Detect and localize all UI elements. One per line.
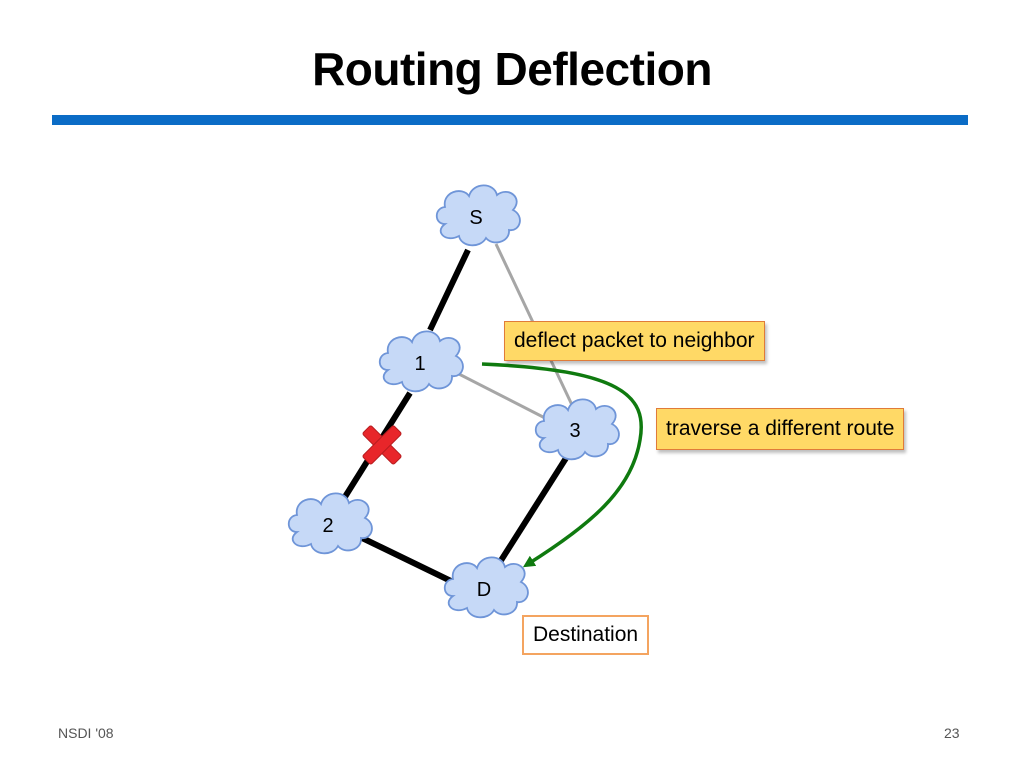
link-failure-x-icon — [362, 425, 402, 465]
link-2-to-d — [356, 533, 457, 586]
link-s-to-1 — [427, 248, 471, 332]
destination-label-box: Destination — [522, 615, 650, 655]
footer-conference-label: NSDI '08 — [58, 725, 114, 741]
deflect-packet-callout: deflect packet to neighbor — [504, 321, 765, 361]
traverse-route-callout: traverse a different route — [656, 408, 905, 450]
slide-title: Routing Deflection — [312, 43, 712, 95]
node-3-label: 3 — [569, 420, 580, 442]
footer-page-number: 23 — [944, 725, 960, 741]
node-s-label: S — [469, 207, 482, 229]
deflection-route-arrow — [481, 362, 643, 568]
link-1-to-3 — [454, 370, 546, 420]
node-d-label: D — [477, 579, 491, 601]
node-1-label: 1 — [414, 353, 425, 375]
link-3-to-d — [497, 453, 571, 564]
node-2-label: 2 — [322, 515, 333, 537]
title-underline-bar — [52, 115, 968, 125]
